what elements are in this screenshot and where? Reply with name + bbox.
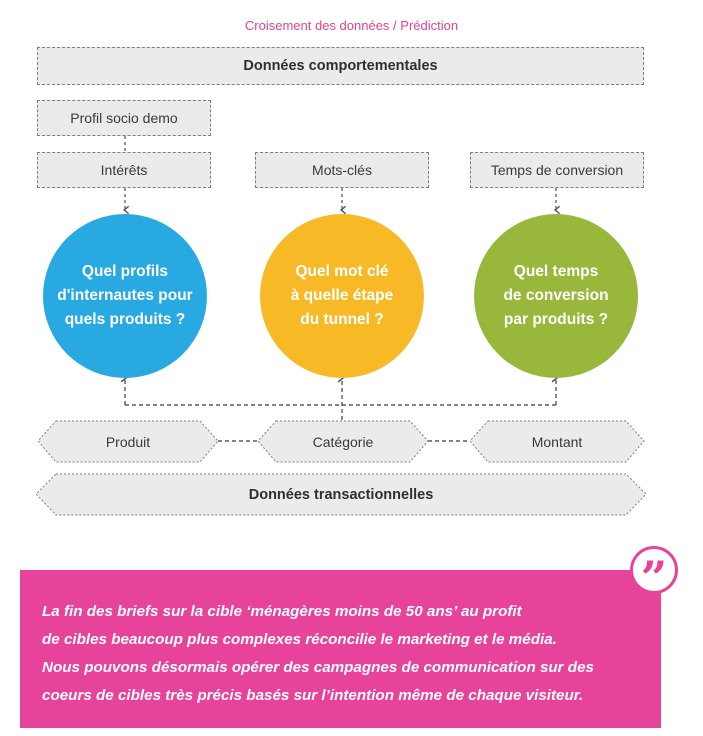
question-circle-conversion: Quel temps de conversion par produits ?	[474, 214, 638, 378]
conversion-time-box: Temps de conversion	[470, 152, 644, 188]
question-keywords-text: Quel mot clé à quelle étape du tunnel ?	[290, 263, 394, 328]
question-profiles-text: Quel profils d'internautes pour quels pr…	[57, 263, 193, 328]
question-circle-keywords: Quel mot clé à quelle étape du tunnel ?	[260, 214, 424, 378]
category-label: Catégorie	[312, 433, 374, 450]
question-circle-profiles: Quel profils d'internautes pour quels pr…	[43, 214, 207, 378]
diagram-title: Croisement des données / Prédiction	[244, 18, 459, 33]
hex-transactional	[35, 473, 647, 516]
quote-text: La fin des briefs sur la cible ‘ménagère…	[42, 603, 594, 704]
interests-box: Intérêts	[37, 152, 211, 188]
question-conversion-text: Quel temps de conversion par produits ?	[503, 263, 609, 328]
product-label: Produit	[105, 433, 151, 450]
keywords-box: Mots-clés	[255, 152, 429, 188]
amount-label: Montant	[531, 433, 583, 450]
hex-product	[37, 420, 219, 463]
profile-socio-demo-box: Profil socio demo	[37, 100, 211, 136]
transactional-data-label: Données transactionnelles	[248, 486, 434, 503]
quote-icon: ”	[630, 546, 678, 601]
hex-amount	[469, 420, 645, 463]
behavioral-data-box: Données comportementales	[37, 47, 644, 85]
quote-box: La fin des briefs sur la cible ‘ménagère…	[20, 570, 661, 728]
hex-category	[257, 420, 429, 463]
